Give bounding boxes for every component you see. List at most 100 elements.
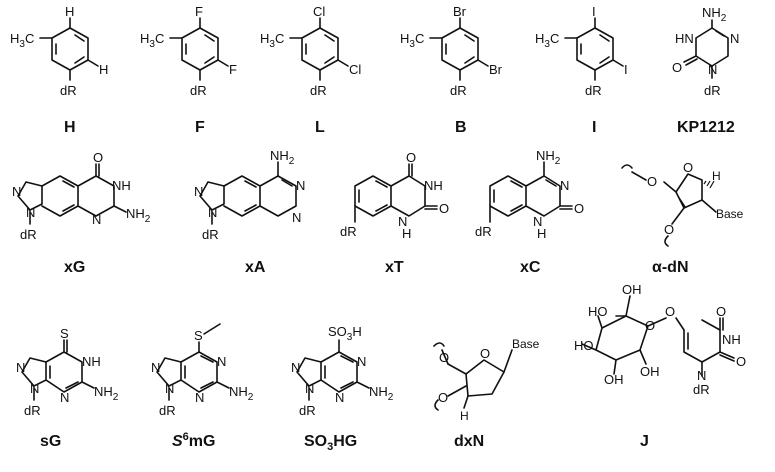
structure-S6mG: S N N NH2 N N dR S6mG (151, 323, 254, 450)
structure-I: I I H3C dR I (535, 4, 628, 136)
atom-N-ring: N (708, 62, 717, 77)
caption-F: F (195, 119, 205, 136)
atom-H: H (460, 409, 469, 423)
caption-J: J (640, 433, 649, 450)
caption-SO3HG: SO3HG (304, 433, 357, 453)
atom-O-top: O (406, 150, 416, 165)
atom-F-right: F (229, 62, 237, 77)
atom-OH-6: OH (622, 282, 642, 297)
atom-amino: NH2 (94, 384, 119, 403)
structure-KP1212: NH2 HN N N O dR KP1212 (672, 5, 739, 136)
atom-dR: dR (450, 83, 467, 98)
structure-dxN: O O O H Base dxN (433, 337, 540, 450)
caption-dxN: dxN (454, 433, 484, 450)
atom-Br-top: Br (453, 4, 467, 19)
atom-N3: N (292, 210, 301, 225)
atom-dR: dR (693, 382, 710, 397)
atom-methyl: H3C (260, 31, 284, 50)
atom-dR: dR (202, 227, 219, 242)
atom-N1: N (398, 214, 407, 229)
atom-O-ring: O (645, 318, 655, 333)
atom-O-ring: O (480, 346, 490, 361)
atom-amino: NH2 (270, 148, 295, 167)
atom-S: S (194, 328, 203, 343)
atom-dR: dR (60, 83, 77, 98)
atom-N9: N (26, 205, 35, 220)
atom-I-top: I (592, 4, 596, 19)
caption-xG: xG (64, 259, 85, 276)
atom-N1: N (296, 178, 305, 193)
caption-KP1212: KP1212 (677, 119, 735, 136)
atom-N3: N (335, 390, 344, 405)
atom-H: H (402, 226, 411, 241)
structure-xG: O NH N NH2 N N dR xG (12, 150, 151, 276)
atom-N9: N (165, 381, 174, 396)
structure-J: OH HO HO OH OH O O O NH O N dR J (574, 282, 746, 450)
atom-N1: N (357, 354, 366, 369)
atom-methyl: H3C (140, 31, 164, 50)
atom-N7: N (291, 360, 300, 375)
atom-F-top: F (195, 4, 203, 19)
atom-amino: NH2 (702, 5, 727, 24)
atom-dR: dR (340, 224, 357, 239)
atom-dR: dR (20, 227, 37, 242)
structure-xA: NH2 N N N N dR xA (194, 148, 305, 276)
atom-N9: N (208, 205, 217, 220)
atom-O-right: O (439, 201, 449, 216)
atom-OH-2: OH (604, 372, 624, 387)
atom-H: H (537, 226, 546, 241)
structure-SO3HG: SO3H N N NH2 N N dR SO3HG (291, 324, 394, 453)
atom-N1: N (697, 368, 706, 383)
atom-N3: N (560, 178, 569, 193)
atom-N9: N (30, 381, 39, 396)
atom-amino: NH2 (126, 206, 151, 225)
caption-H: H (64, 119, 76, 136)
atom-H-top: H (65, 4, 74, 19)
structure-xC: NH2 N O N H dR xC (475, 148, 584, 276)
atom-dR: dR (190, 83, 207, 98)
atom-N3: N (195, 390, 204, 405)
atom-OH-1: OH (640, 364, 660, 379)
atom-Base: Base (716, 207, 744, 221)
atom-O-5prime: O (647, 174, 657, 189)
caption-B: B (455, 119, 467, 136)
structure-H: H H H3C dR H (10, 4, 108, 136)
atom-N1: N (217, 354, 226, 369)
atom-H-right: H (99, 62, 108, 77)
atom-O-3prime: O (664, 222, 674, 237)
atom-Base: Base (512, 337, 540, 351)
atom-O-ring: O (683, 160, 693, 175)
atom-dR: dR (704, 83, 721, 98)
atom-O: O (672, 60, 682, 75)
atom-Br-right: Br (489, 62, 503, 77)
caption-alpha-dN: α-dN (652, 259, 689, 276)
atom-S: S (60, 326, 69, 341)
atom-NH: NH (82, 354, 101, 369)
atom-dR: dR (159, 403, 176, 418)
atom-Cl-top: Cl (313, 4, 325, 19)
atom-dR: dR (24, 403, 41, 418)
structure-L: Cl Cl H3C dR L (260, 4, 361, 136)
atom-dR: dR (475, 224, 492, 239)
atom-methyl: H3C (535, 31, 559, 50)
atom-N7: N (16, 360, 25, 375)
atom-methyl: H3C (10, 31, 34, 50)
structure-xT: O NH O N H dR xT (340, 150, 449, 276)
caption-S6mG: S6mG (172, 431, 215, 450)
atom-dR: dR (585, 83, 602, 98)
atom-N3: N (60, 390, 69, 405)
caption-xA: xA (245, 259, 266, 276)
structure-F: F F H3C dR F (140, 4, 237, 136)
structure-B: Br Br H3C dR B (400, 4, 503, 136)
atom-N-imid: N (12, 184, 21, 199)
atom-O-2: O (736, 354, 746, 369)
atom-O-5prime: O (439, 350, 449, 365)
atom-HO-4: HO (574, 338, 594, 353)
atom-O-link: O (665, 304, 675, 319)
atom-HN: HN (675, 31, 694, 46)
caption-sG: sG (40, 433, 61, 450)
atom-NH: NH (112, 178, 131, 193)
atom-N: N (730, 31, 739, 46)
atom-O-4: O (716, 304, 726, 319)
